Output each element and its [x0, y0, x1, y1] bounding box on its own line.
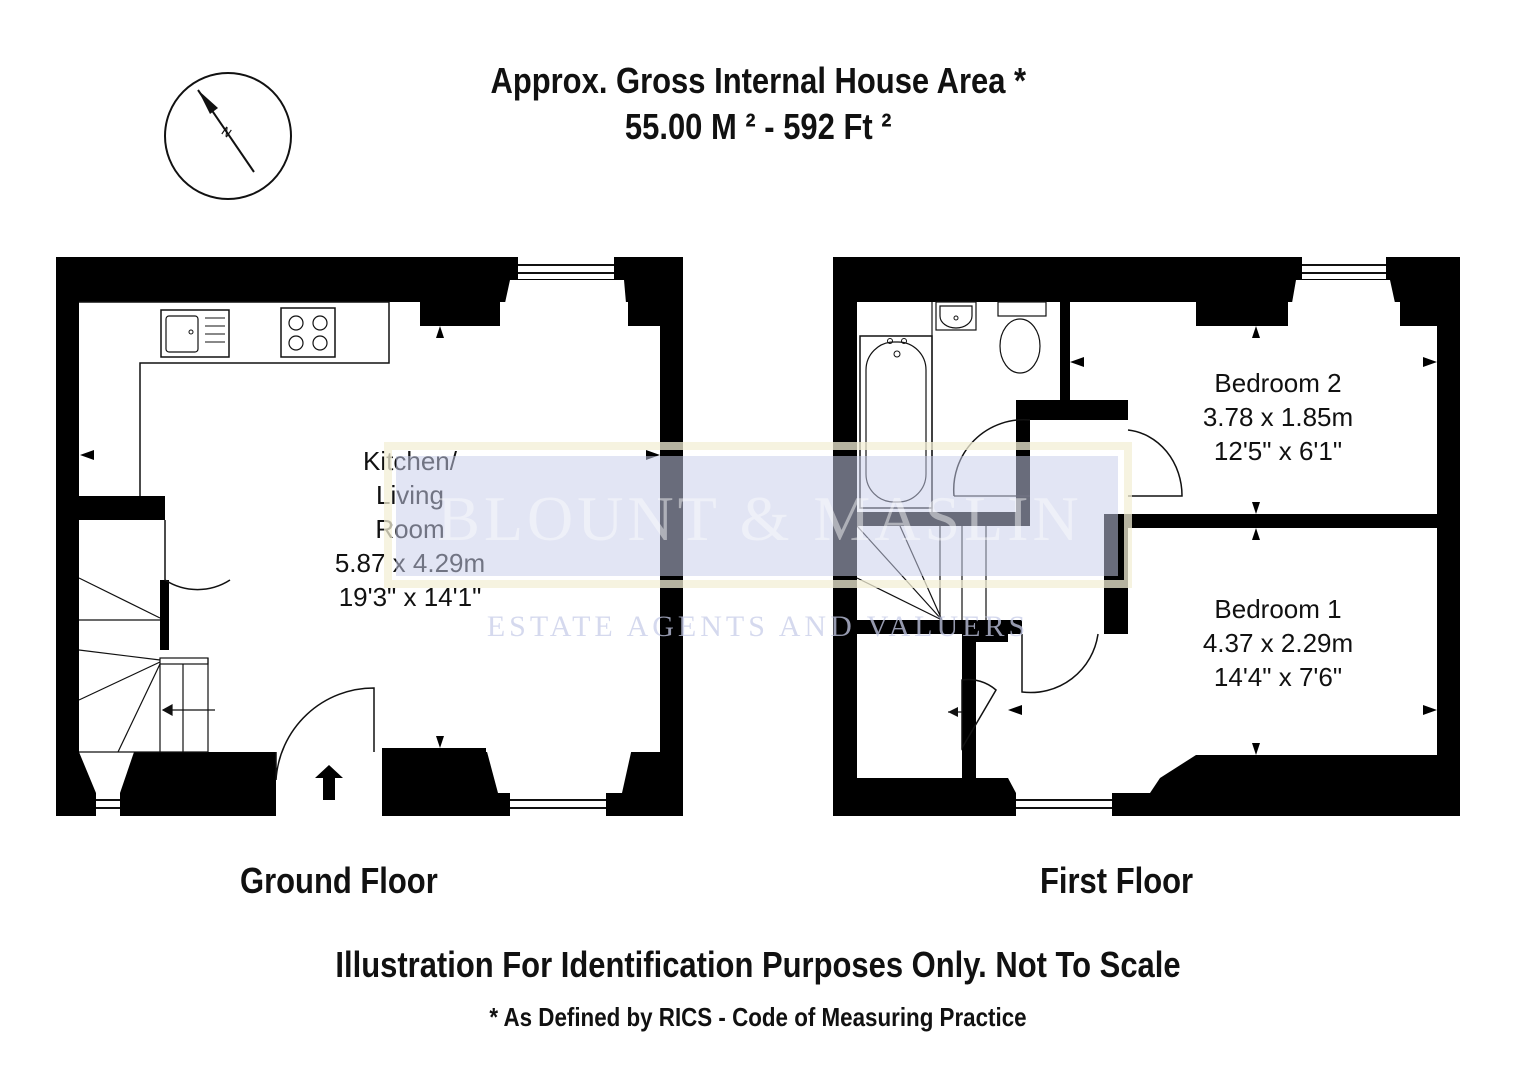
bedroom1-metric: 4.37 x 2.29m	[1203, 628, 1353, 658]
area-title: Approx. Gross Internal House Area *	[490, 60, 1027, 101]
watermark-logo: BLOUNT & MASLIN ESTATE AGENTS AND VALUER…	[384, 442, 1132, 643]
area-header: Approx. Gross Internal House Area * 55.0…	[106, 58, 1410, 150]
compass-icon: N	[164, 72, 292, 200]
bedroom1-name: Bedroom 1	[1214, 594, 1341, 624]
first-floor-label: First Floor	[1040, 860, 1194, 901]
ground-floor-label: Ground Floor	[240, 860, 438, 901]
watermark-tagline: ESTATE AGENTS AND VALUERS	[487, 610, 1029, 643]
bedroom1-imperial: 14'4" x 7'6"	[1214, 662, 1342, 692]
bedroom2-name: Bedroom 2	[1214, 368, 1341, 398]
area-value: 55.00 M ² - 592 Ft ²	[624, 106, 892, 147]
bedroom2-metric: 3.78 x 1.85m	[1203, 402, 1353, 432]
bedroom2-imperial: 12'5" x 6'1"	[1214, 436, 1342, 466]
rics-note: * As Defined by RICS - Code of Measuring…	[489, 1002, 1027, 1032]
watermark-brand: BLOUNT & MASLIN	[437, 483, 1083, 554]
disclaimer-text: Illustration For Identification Purposes…	[335, 944, 1181, 985]
